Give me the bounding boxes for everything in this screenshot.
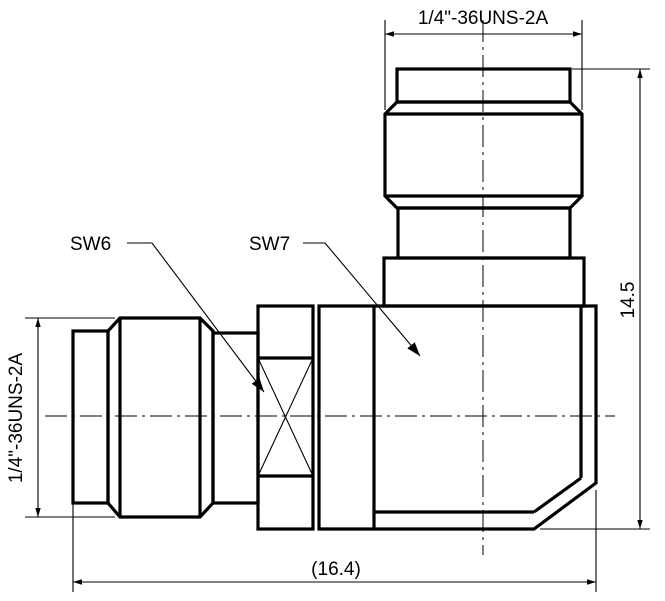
dim-left-thread: 1/4"-36UNS-2A bbox=[6, 317, 115, 518]
top-port-collar bbox=[382, 256, 586, 308]
top-port bbox=[382, 67, 586, 308]
left-port-cap bbox=[71, 329, 110, 505]
sw6-label: SW6 bbox=[70, 234, 111, 255]
sw7-leader-arrow bbox=[324, 242, 421, 357]
thread-left-label: 1/4"-36UNS-2A bbox=[6, 353, 27, 484]
sw7-label: SW7 bbox=[249, 234, 290, 255]
dim-width: (16.4) bbox=[72, 490, 597, 592]
hex-nut-sw6 bbox=[256, 304, 315, 531]
sw6-leader-arrow bbox=[151, 242, 265, 393]
left-port-neck bbox=[211, 331, 260, 505]
leader-sw6: SW6 bbox=[70, 234, 265, 393]
top-port-neck bbox=[396, 206, 572, 260]
elbow-body-outline bbox=[317, 304, 598, 531]
leader-sw7: SW7 bbox=[249, 234, 421, 357]
height-dim-label: 14.5 bbox=[618, 282, 639, 319]
dim-top-thread: 1/4"-36UNS-2A bbox=[384, 8, 583, 110]
width-dim-label: (16.4) bbox=[311, 559, 361, 580]
elbow-body bbox=[317, 304, 598, 531]
hex-nut-cross-2 bbox=[257, 357, 314, 477]
dim-height: 14.5 bbox=[540, 68, 650, 530]
left-port-thread-body bbox=[106, 316, 215, 519]
thread-top-label: 1/4"-36UNS-2A bbox=[418, 8, 549, 29]
elbow-body-chamfer-inner bbox=[533, 476, 582, 514]
left-port bbox=[71, 316, 260, 519]
